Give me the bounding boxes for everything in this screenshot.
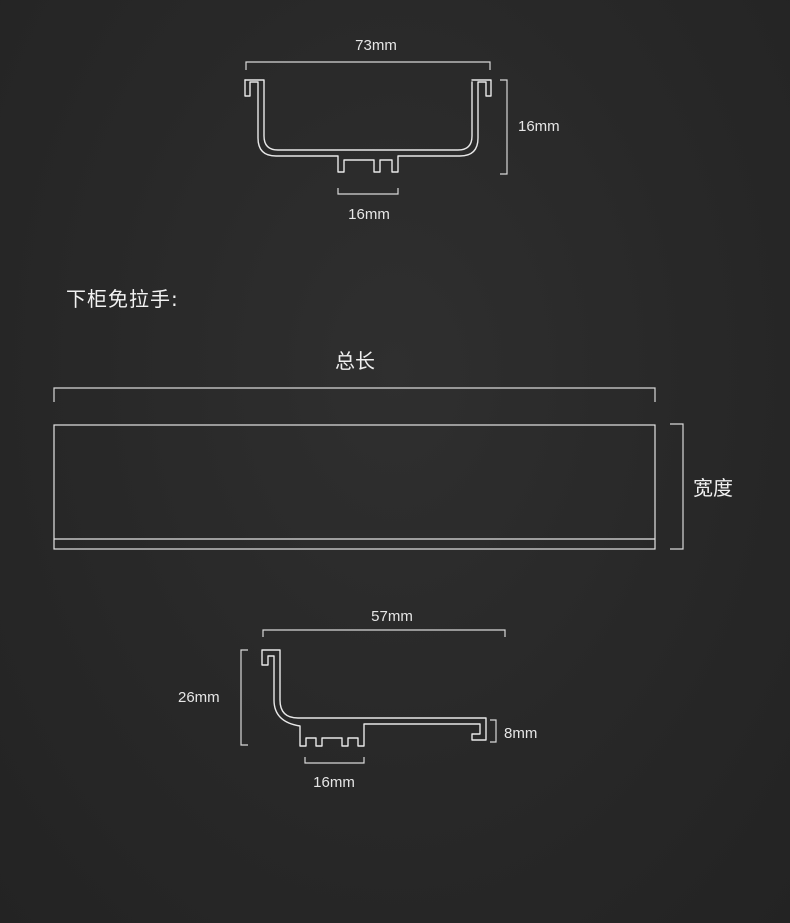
bottom-width-dimension-line [262,629,506,637]
top-slot-label: 16mm [348,206,390,223]
panel-outline [53,424,656,550]
panel-length-label: 总长 [335,349,375,373]
top-profile-inner [263,81,473,151]
bottom-height-label: 26mm [178,689,220,706]
panel-width-label: 宽度 [693,476,733,500]
panel-width-dimension-line [670,423,684,550]
top-height-label: 16mm [518,118,560,135]
bottom-profile: 57mm 26mm 8mm 16mm [178,608,537,791]
top-width-dimension-line [245,61,491,70]
cabinet-panel: 总长 宽度 [53,349,733,550]
section-heading: 下柜免拉手: [66,287,179,311]
bottom-lip-dimension-line [490,719,497,743]
bottom-slot-dimension-line [304,757,365,764]
top-height-dimension-line [500,79,508,175]
top-profile: 73mm 16mm 16mm [244,37,560,223]
bottom-width-label: 57mm [371,608,413,625]
bottom-lip-label: 8mm [504,725,537,742]
bottom-profile-outer [261,649,487,747]
top-slot-dimension-line [337,188,399,195]
bottom-slot-label: 16mm [313,774,355,791]
panel-length-dimension-line [53,387,656,402]
bottom-height-dimension-line [240,649,248,746]
top-width-label: 73mm [355,37,397,54]
top-profile-outer [244,79,492,173]
